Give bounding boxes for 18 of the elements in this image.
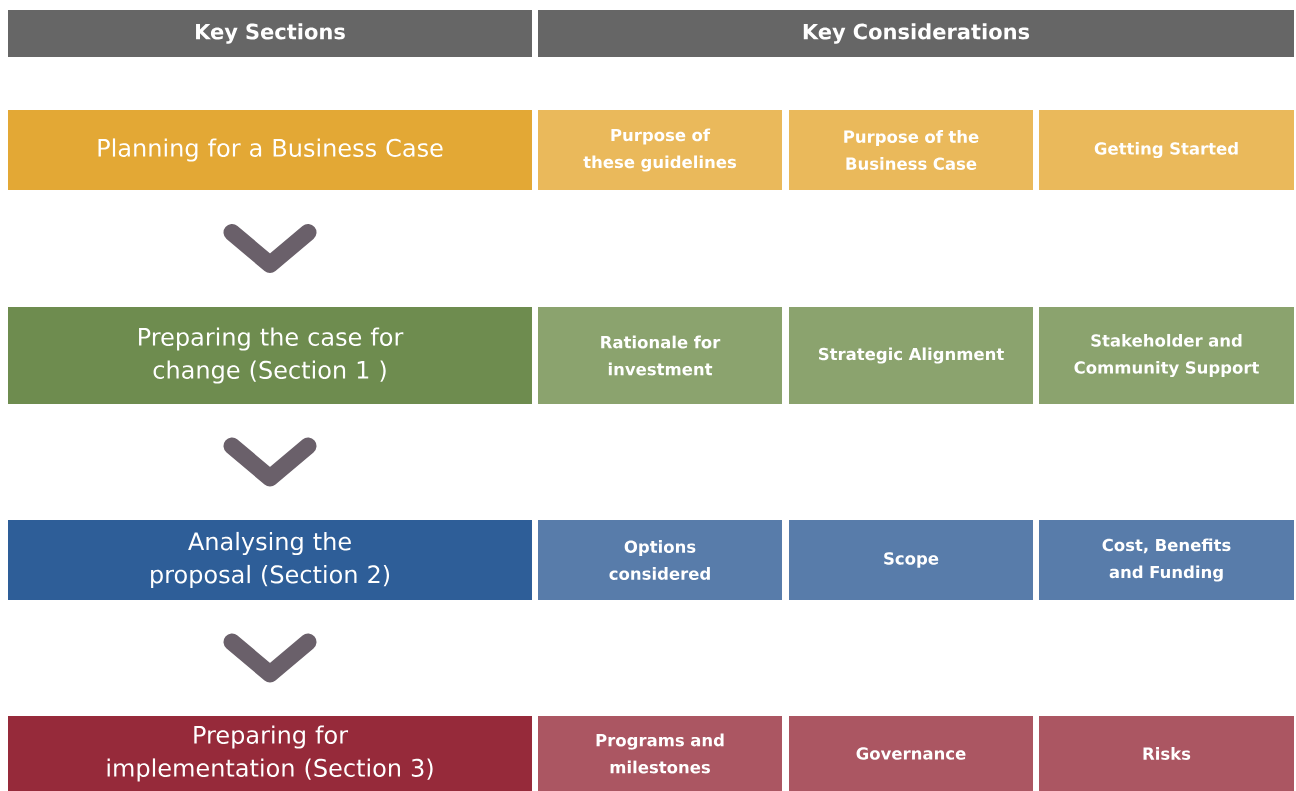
column-header: Key Considerations (538, 10, 1294, 57)
section-box: Planning for a Business Case (8, 110, 532, 190)
consideration-box: Purpose of these guidelines (538, 110, 782, 190)
consideration-box: Stakeholder and Community Support (1039, 307, 1294, 404)
consideration-box: Scope (789, 520, 1033, 600)
consideration-box: Strategic Alignment (789, 307, 1033, 404)
consideration-box: Purpose of the Business Case (789, 110, 1033, 190)
section-box: Preparing the case for change (Section 1 ) (8, 307, 532, 404)
consideration-box: Options considered (538, 520, 782, 600)
column-header: Key Sections (8, 10, 532, 57)
section-box: Analysing the proposal (Section 2) (8, 520, 532, 600)
section-box: Preparing for implementation (Section 3) (8, 716, 532, 791)
consideration-box: Risks (1039, 716, 1294, 791)
consideration-box: Programs and milestones (538, 716, 782, 791)
consideration-box: Cost, Benefits and Funding (1039, 520, 1294, 600)
consideration-box: Governance (789, 716, 1033, 791)
consideration-box: Rationale for investment (538, 307, 782, 404)
consideration-box: Getting Started (1039, 110, 1294, 190)
